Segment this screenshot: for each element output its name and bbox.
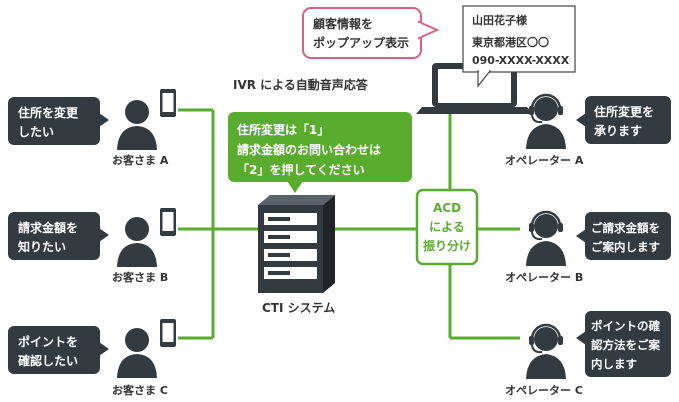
operator-headset-icon	[526, 210, 566, 266]
operator-c: オペレーター C ポイントの確 認方法をご案 内します	[505, 311, 671, 397]
customer-b-label: お客さま B	[112, 270, 168, 284]
popup-note-line-2: ポップアップ表示	[313, 35, 409, 50]
operator-a: オペレーター A 住所変更を 承ります	[505, 93, 671, 167]
operator-headset-icon	[526, 93, 566, 149]
ivr-bubble-line-3: 「2」を押してください	[237, 162, 365, 177]
customer-c: ポイントを 確認したい お客さま C	[8, 319, 176, 397]
operator-c-bubble	[585, 311, 671, 377]
customer-c-bubble	[8, 326, 100, 374]
operator-b: オペレーター B ご請求金額を ご案内します	[505, 210, 671, 284]
customer-a-bubble-line-1: 住所を変更	[18, 105, 79, 120]
customer-a-label: お客さま A	[112, 153, 169, 167]
person-icon	[117, 100, 157, 150]
customer-b: 請求金額を 知りたい お客さま B	[8, 208, 176, 284]
person-icon	[117, 328, 157, 378]
popup-customer-phone: 090-XXXX-XXXX	[472, 54, 570, 67]
operator-headset-icon	[526, 323, 566, 379]
customer-b-bubble-line-1: 請求金額を	[18, 220, 78, 235]
acd-line-2: による	[429, 220, 465, 234]
acd-line-1: ACD	[433, 201, 461, 215]
operator-b-bubble-line-1: ご請求金額を	[591, 221, 660, 235]
operator-c-label: オペレーター C	[505, 384, 583, 397]
operator-b-bubble-line-2: ご案内します	[591, 240, 660, 254]
operator-c-bubble-line-3: 内します	[591, 357, 637, 371]
customer-c-label: お客さま C	[112, 383, 168, 397]
operator-a-bubble-line-2: 承ります	[594, 124, 642, 138]
customer-a-bubble	[8, 97, 100, 145]
popup-note-line-1: 顧客情報を	[313, 16, 373, 31]
customer-b-bubble-line-2: 知りたい	[17, 239, 66, 254]
ivr-label: IVR による自動音声応答	[233, 77, 369, 92]
customer-c-bubble-line-2: 確認したい	[18, 353, 78, 368]
customer-c-bubble-line-1: ポイントを	[18, 334, 78, 349]
acd-box: ACD による 振り分け	[415, 188, 479, 266]
smartphone-icon	[160, 208, 176, 236]
person-icon	[117, 217, 157, 267]
popup-screen: 山田花子様 東京都港区〇〇 090-XXXX-XXXX	[462, 5, 576, 88]
operator-b-bubble	[585, 212, 671, 260]
customer-a-bubble-line-2: したい	[18, 125, 54, 139]
popup-customer-name: 山田花子様	[472, 13, 528, 27]
smartphone-icon	[160, 89, 176, 117]
popup-note: 顧客情報を ポップアップ表示	[302, 7, 440, 59]
smartphone-icon	[160, 319, 176, 347]
operator-c-bubble-line-1: ポイントの確	[591, 319, 660, 333]
acd-line-3: 振り分け	[423, 238, 471, 253]
ivr-bubble-line-1: 住所変更は「1」	[237, 122, 329, 137]
cti-label: CTI システム	[262, 301, 335, 315]
operator-a-bubble-line-1: 住所変更を	[594, 104, 654, 119]
server-icon	[258, 195, 335, 293]
operator-b-label: オペレーター B	[505, 271, 583, 284]
popup-customer-address: 東京都港区〇〇	[472, 35, 549, 49]
customer-b-bubble	[8, 212, 100, 260]
ivr-bubble-line-2: 請求金額のお問い合わせは	[237, 142, 381, 157]
ivr-bubble: 住所変更は「1」 請求金額のお問い合わせは 「2」を押してください	[228, 112, 412, 193]
laptop-icon	[416, 63, 533, 114]
operator-a-label: オペレーター A	[505, 154, 584, 167]
operator-a-bubble	[585, 96, 671, 144]
customer-a: 住所を変更 したい お客さま A	[8, 89, 176, 167]
operator-c-bubble-line-2: 認方法をご案	[591, 338, 660, 352]
